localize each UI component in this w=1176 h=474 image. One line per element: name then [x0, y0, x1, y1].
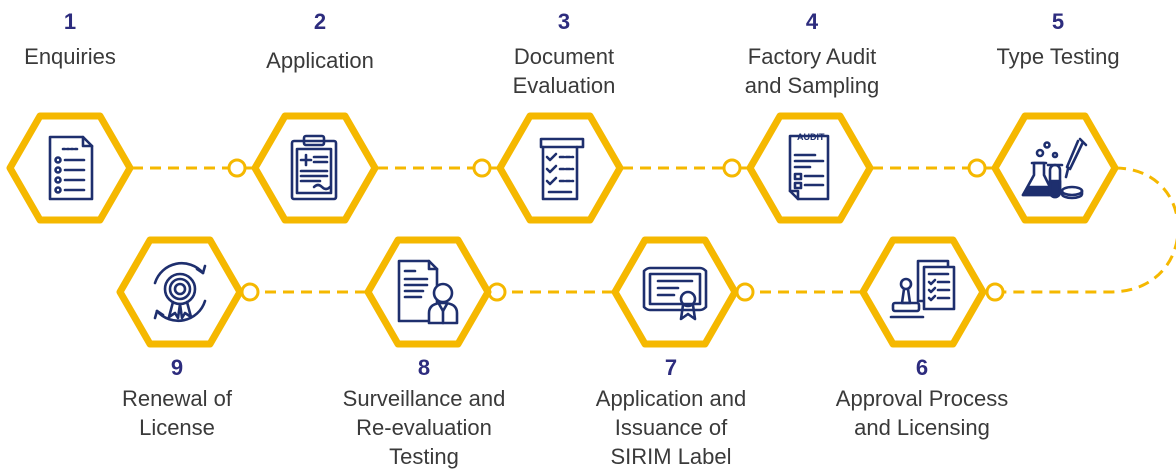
step-5-number: 5: [1051, 9, 1065, 34]
connector-node-top-1: [227, 158, 247, 178]
step-7-number: 7: [664, 355, 678, 380]
step-9-label: Renewal of License: [121, 386, 233, 440]
step-1-label: Enquiries: [24, 44, 116, 69]
connector-node-7: [735, 282, 755, 302]
step-3-number: 3: [557, 9, 571, 34]
connector-node-top-3: [722, 158, 742, 178]
connector-node-9: [240, 282, 260, 302]
connector-curve-5-6: [998, 166, 1176, 294]
connector-node-top-4: [967, 158, 987, 178]
connector-node-top-2: [472, 158, 492, 178]
step-6-label: Approval Process and Licensing: [835, 386, 1009, 440]
step-2-hexagon: [251, 112, 379, 224]
step-8-number: 8: [417, 355, 431, 380]
step-2-label: Application: [266, 48, 374, 73]
step-5-label: Type Testing: [996, 44, 1120, 69]
step-6-number: 6: [915, 355, 929, 380]
audit-icon-text: AUDIT: [797, 132, 825, 142]
step-3-label: Document Evaluation: [512, 44, 616, 98]
step-5-hexagon: [991, 112, 1119, 224]
step-4-number: 4: [805, 9, 819, 34]
step-4-hexagon: AUDIT: [746, 112, 874, 224]
step-9-hexagon: [116, 236, 244, 348]
step-8-hexagon: [364, 236, 492, 348]
step-9-number: 9: [170, 355, 184, 380]
step-1-number: 1: [63, 9, 77, 34]
step-2-number: 2: [313, 9, 327, 34]
step-7-hexagon: [611, 236, 739, 348]
step-3-hexagon: [496, 112, 624, 224]
step-8-label: Surveillance and Re-evaluation Testing: [342, 386, 506, 469]
connector-node-6: [985, 282, 1005, 302]
step-6-hexagon: [859, 236, 987, 348]
step-1-hexagon: [6, 112, 134, 224]
step-4-label: Factory Audit and Sampling: [744, 44, 880, 98]
step-7-label: Application and Issuance of SIRIM Label: [595, 386, 747, 469]
